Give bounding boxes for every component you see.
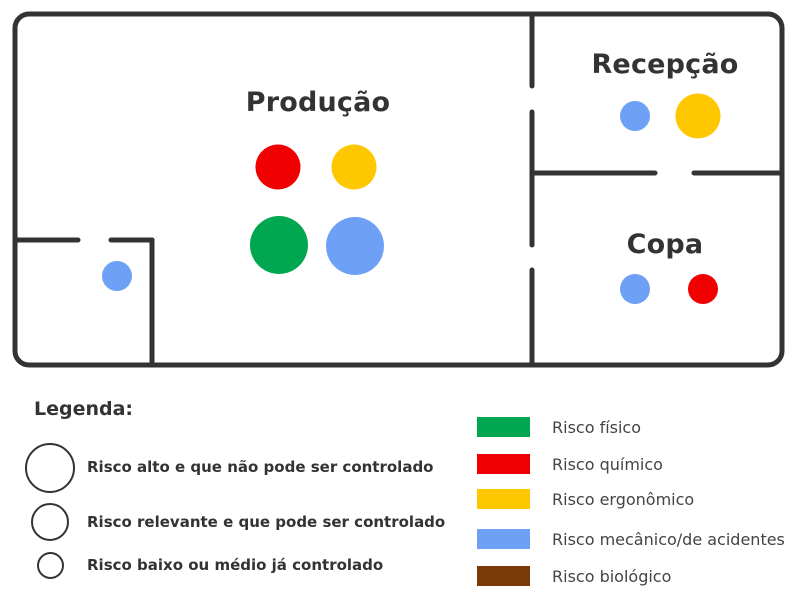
swatch-mecanico <box>477 529 530 549</box>
swatch-biologico <box>477 566 530 586</box>
swatch-quimico <box>477 454 530 474</box>
risk-marker-recepcao <box>620 101 650 131</box>
legend-type-biologico-label: Risco biológico <box>552 566 672 586</box>
legend-size-large-circle <box>25 443 75 493</box>
swatch-ergonomico <box>477 489 530 509</box>
legend-size-high: Risco alto e que não pode ser controlado <box>0 443 434 493</box>
legend-type-fisico-label: Risco físico <box>552 417 642 437</box>
risk-marker-copa <box>620 274 650 304</box>
legend-type-fisico: Risco físico <box>477 417 641 437</box>
legend-size-low: Risco baixo ou médio já controlado <box>0 552 383 579</box>
room-label-producao: Produção <box>245 87 391 118</box>
risk-marker-producao <box>250 216 308 274</box>
risk-marker-recepcao <box>675 93 721 139</box>
risk-marker-copa <box>688 274 718 304</box>
legend-type-biologico: Risco biológico <box>477 566 671 586</box>
legend-type-ergonomico-label: Risco ergonômico <box>552 489 695 509</box>
legend-type-mecanico-label: Risco mecânico/de acidentes <box>552 529 785 549</box>
room-label-recepcao: Recepção <box>591 49 739 80</box>
risk-marker-producao <box>331 144 377 190</box>
legend-type-quimico: Risco químico <box>477 454 663 474</box>
swatch-fisico <box>477 417 530 437</box>
legend-title: Legenda: <box>34 398 134 420</box>
risk-marker-producao <box>255 144 301 190</box>
legend-size-small-circle <box>37 552 64 579</box>
legend-size-relevant: Risco relevante e que pode ser controlad… <box>0 503 445 541</box>
legend-size-medium-circle <box>31 503 69 541</box>
legend-type-mecanico: Risco mecânico/de acidentes <box>477 529 785 549</box>
room-label-copa: Copa <box>626 229 704 260</box>
risk-marker-producao <box>326 217 384 275</box>
legend-size-relevant-label: Risco relevante e que pode ser controlad… <box>87 513 446 531</box>
legend-type-ergonomico: Risco ergonômico <box>477 489 694 509</box>
legend-size-low-label: Risco baixo ou médio já controlado <box>87 556 384 574</box>
outer-wall <box>12 11 785 368</box>
legend-size-high-label: Risco alto e que não pode ser controlado <box>87 458 434 476</box>
risk-marker-small-room <box>102 261 132 291</box>
floor-plan <box>12 11 785 368</box>
legend-type-quimico-label: Risco químico <box>552 454 663 474</box>
